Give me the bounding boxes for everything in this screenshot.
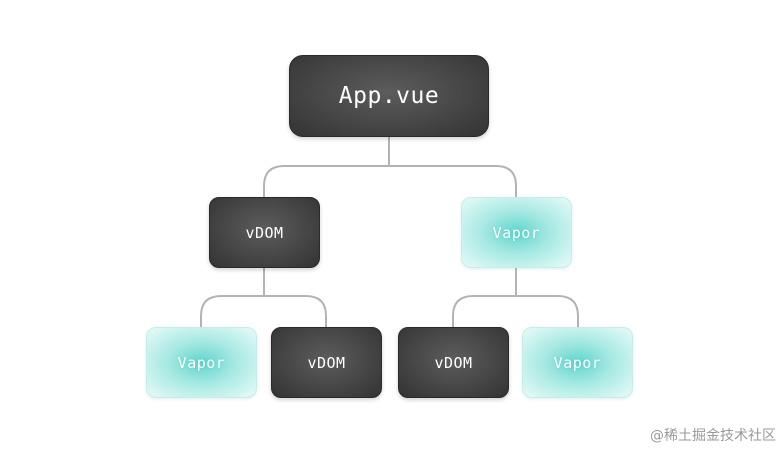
node-vdom: vDOM: [271, 327, 382, 398]
node-label: Vapor: [177, 353, 226, 372]
node-label: vDOM: [245, 223, 284, 242]
connector-left-a: [200, 295, 264, 327]
connector-right-a: [452, 295, 516, 327]
node-vdom: vDOM: [209, 197, 320, 268]
node-vapor: Vapor: [146, 327, 257, 398]
connector-right-b: [516, 295, 579, 327]
node-app-vue: App.vue: [289, 55, 489, 137]
node-vdom: vDOM: [398, 327, 509, 398]
node-label: Vapor: [492, 223, 541, 242]
connector-root-left: [263, 165, 389, 197]
node-vapor: Vapor: [522, 327, 633, 398]
node-label: vDOM: [307, 353, 346, 372]
connector-left-b: [264, 295, 327, 327]
node-label: vDOM: [434, 353, 473, 372]
node-vapor: Vapor: [461, 197, 572, 268]
connector-root-right: [389, 165, 517, 197]
node-label: Vapor: [553, 353, 602, 372]
node-label: App.vue: [338, 83, 440, 109]
watermark-text: @稀土掘金技术社区: [650, 428, 776, 444]
